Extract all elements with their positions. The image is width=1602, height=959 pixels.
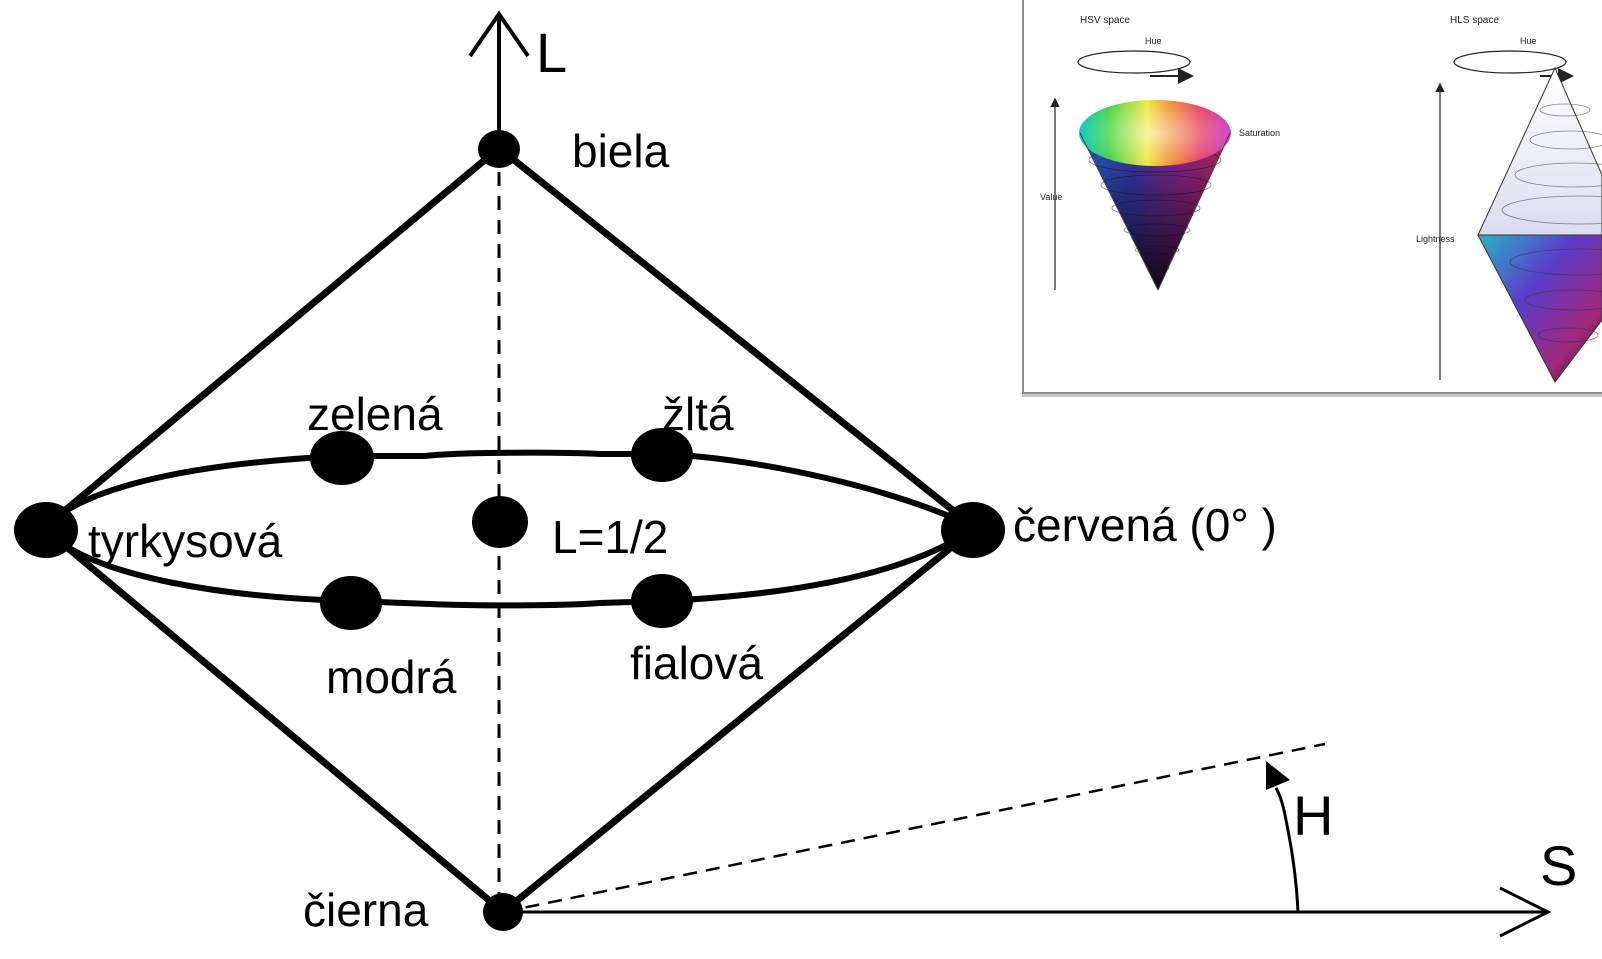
h-angle-arc	[1274, 787, 1300, 913]
red-vertex-dot	[941, 502, 1005, 558]
hls-lightness-label: Lightness	[1416, 234, 1455, 244]
red-label: červená (0° )	[1013, 499, 1277, 551]
magenta-label: fialová	[630, 637, 763, 689]
vertex-dots	[14, 130, 1005, 931]
s-axis-arrowhead	[1499, 886, 1552, 938]
hsv-hue-label: Hue	[1145, 36, 1162, 46]
cyan-vertex-dot	[14, 502, 78, 558]
hls-title: HLS space	[1450, 15, 1499, 26]
inset-illustration: HSV space Hue Value Saturation HLS space…	[1040, 15, 1602, 383]
yellow-vertex-dot	[631, 428, 693, 482]
l-axis-arrowhead	[468, 10, 530, 58]
white-vertex-dot	[478, 130, 520, 168]
hsv-value-label: Value	[1040, 192, 1062, 202]
blue-vertex-dot	[320, 576, 382, 630]
hsv-cone-shade	[1080, 133, 1230, 290]
hls-hue-label: Hue	[1520, 36, 1537, 46]
center-label: L=1/2	[552, 511, 668, 563]
hls-hue-ring	[1453, 50, 1567, 74]
hls-upper-cone	[1477, 66, 1602, 236]
hsv-saturation-label: Saturation	[1239, 128, 1280, 138]
center-dot	[472, 496, 528, 548]
black-label: čierna	[303, 884, 429, 936]
hue-ring-upper	[41, 449, 977, 531]
hsv-title: HSV space	[1080, 15, 1130, 26]
hue-direction-dashed	[502, 742, 1326, 914]
h-angle-label: H	[1293, 784, 1333, 847]
hls-lower-cone	[1477, 234, 1602, 383]
white-label: biela	[572, 125, 670, 177]
cyan-label: tyrkysová	[88, 515, 283, 567]
h-angle-arrowhead	[1266, 761, 1290, 790]
hls-cone-rings	[1501, 103, 1602, 343]
blue-label: modrá	[326, 651, 457, 703]
green-label: zelená	[307, 388, 443, 440]
green-vertex-dot	[310, 431, 374, 485]
magenta-vertex-dot	[631, 574, 693, 628]
labels: L biela zelená žltá tyrkysová L=1/2 červ…	[88, 21, 1577, 936]
hsv-hue-ring	[1077, 50, 1191, 74]
s-axis-label: S	[1540, 834, 1577, 897]
l-axis-label: L	[536, 21, 567, 84]
black-vertex-dot	[483, 893, 523, 931]
yellow-label: žltá	[662, 388, 734, 440]
hue-ring-lower	[41, 525, 977, 609]
